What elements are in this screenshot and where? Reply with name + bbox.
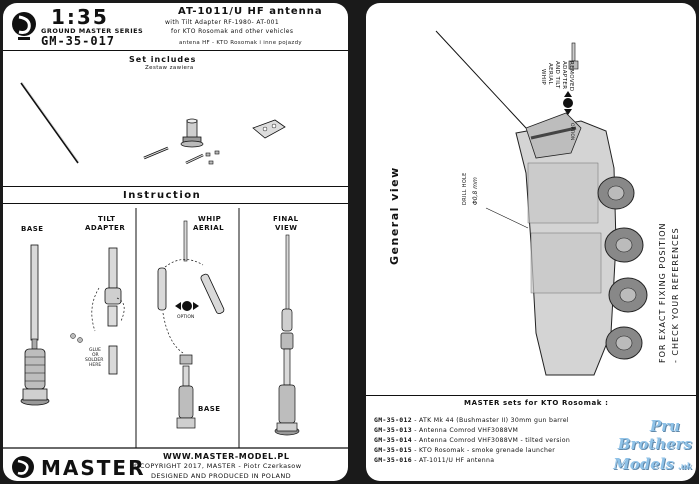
footer-logo-icon: [12, 456, 34, 478]
option-rotate-icon: [563, 91, 573, 115]
divider-top: [3, 186, 348, 187]
set-code: GM-35-012: [374, 416, 412, 424]
whip-removed-4: ADAPTER: [561, 61, 567, 90]
scale-label: 1:35: [51, 5, 109, 29]
vehicle-icon: [515, 112, 617, 376]
header-band: [3, 3, 348, 51]
watermark-line-4: .uk: [677, 461, 692, 471]
set-desc: - ATK Mk 44 (Bushmaster II) 30mm gun bar…: [414, 417, 569, 424]
footer-copyright: ©COPYRIGHT 2017, MASTER - Piotr Czerkaso…: [133, 462, 302, 470]
set-includes-title: Set includes: [129, 55, 197, 64]
drill-hole-label: DRILL HOLE: [462, 172, 468, 205]
set-code: GM-35-013: [374, 426, 412, 434]
footer-url[interactable]: WWW.MASTER-MODEL.PL: [163, 452, 290, 461]
series-label: GROUND MASTER SERIES: [41, 27, 144, 35]
set-row: GM-35-013 - Antenna Comrod VHF3088VM: [374, 426, 518, 434]
set-desc: - KTO Rosomak - smoke grenade launcher: [414, 447, 556, 454]
set-row: GM-35-012 - ATK Mk 44 (Bushmaster II) 30…: [374, 416, 569, 424]
whip-removed-5: REMOVED: [568, 61, 574, 92]
watermark-line-1: Pru: [649, 417, 680, 435]
option-arrows-icon: [175, 301, 199, 311]
master-logo-icon: [12, 12, 36, 40]
product-subtitle-1: with Tilt Adapter RF-1980- AT-001: [165, 19, 280, 26]
product-subtitle-2: for KTO Rosomak and other vehicles: [171, 28, 294, 35]
glue-note-3: SOLDER: [85, 358, 104, 363]
instruction-drawing: [3, 208, 348, 449]
set-desc: - Antenna Comrod VHF3088VM - tilted vers…: [414, 437, 571, 444]
option-label-left: OPTION: [177, 315, 195, 320]
general-view-title: General view: [388, 166, 401, 265]
whip-removed-3: AND TILT: [554, 61, 560, 89]
drill-hole-size: Φ0,8 mm: [472, 177, 479, 205]
sets-title: MASTER sets for KTO Rosomak :: [464, 399, 609, 407]
label-base-2: BASE: [198, 405, 221, 413]
watermark-line-2: Brothers: [617, 435, 692, 453]
instruction-title: Instruction: [123, 190, 202, 201]
set-row: GM-35-016 - AT-1011/U HF antenna: [374, 456, 494, 464]
set-code: GM-35-014: [374, 436, 412, 444]
product-code: GM-35-017: [41, 34, 116, 48]
label-aerial: AERIAL: [193, 224, 225, 232]
option-label-right: OPTION: [569, 123, 574, 141]
label-whip: WHIP: [198, 215, 222, 223]
vehicle-drawing: [435, 30, 648, 376]
set-code: GM-35-016: [374, 456, 412, 464]
glue-note-4: HERE: [89, 363, 102, 368]
set-row: GM-35-015 - KTO Rosomak - smoke grenade …: [374, 446, 555, 454]
set-code: GM-35-015: [374, 446, 412, 454]
label-final: FINAL: [273, 215, 299, 223]
whip-removed-2: AERIAL: [547, 63, 553, 85]
divider-instruction: [3, 203, 348, 204]
product-subtitle-3: antena HF - KTO Rosomak i inne pojazdy: [179, 40, 302, 46]
label-base: BASE: [21, 225, 44, 233]
watermark-line-3: Models: [613, 455, 674, 473]
label-view: VIEW: [275, 224, 298, 232]
glue-note-2: OR: [92, 353, 99, 358]
set-desc: - AT-1011/U HF antenna: [414, 457, 495, 464]
whip-removed-1: WHIP: [540, 69, 546, 86]
footer-brand: MASTER: [41, 456, 146, 480]
sets-divider: [366, 395, 696, 396]
product-title: AT-1011/U HF antenna: [178, 6, 323, 17]
instruction-sheet-right: General view DRILL HOLE Φ0,8 mm WHIP AER…: [366, 3, 696, 481]
footer-designed: DESIGNED AND PRODUCED IN POLAND: [151, 472, 292, 480]
reference-note-2: - CHECK YOUR REFERENCES: [671, 227, 680, 363]
set-row: GM-35-014 - Antenna Comrod VHF3088VM - t…: [374, 436, 570, 444]
base-part-icon: [180, 118, 204, 148]
tilt-adapter-fret-icon: [252, 119, 286, 139]
parts-drawing: [20, 81, 286, 165]
instruction-sheet-left: 1:35 GROUND MASTER SERIES GM-35-017 AT-1…: [3, 3, 348, 481]
glue-note-1: GLUE: [89, 348, 101, 353]
set-desc: - Antenna Comrod VHF3088VM: [414, 427, 519, 434]
label-adapter: ADAPTER: [85, 224, 126, 232]
set-includes-subtitle: Zestaw zawiera: [145, 65, 194, 71]
reference-note-1: FOR EXACT FIXING POSITION: [658, 222, 667, 364]
label-tilt: TILT: [98, 215, 116, 223]
